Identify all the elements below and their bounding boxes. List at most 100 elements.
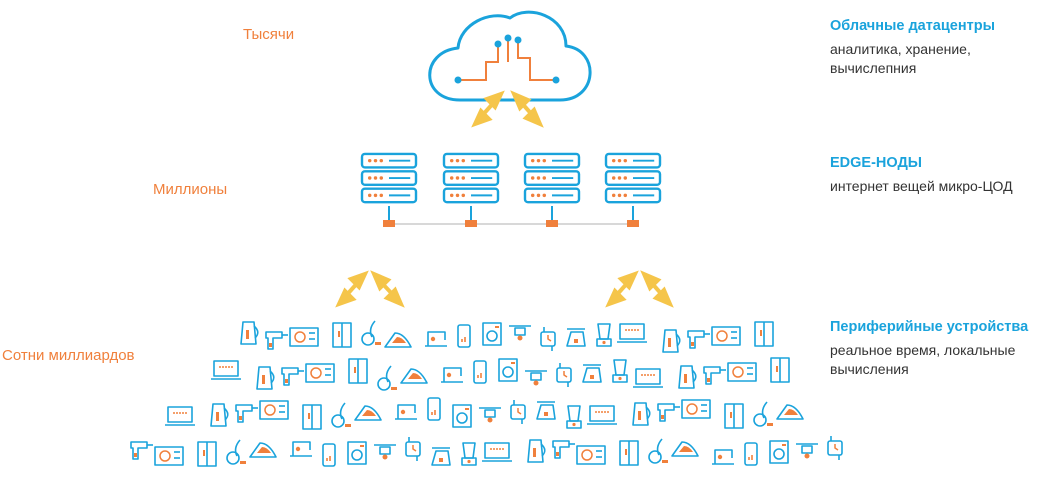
fridge-icon <box>197 441 217 467</box>
phone-icon <box>457 324 471 348</box>
iron-icon <box>400 368 428 384</box>
phone-icon <box>427 397 441 421</box>
tier-cloud-title: Облачные датацентры <box>830 18 995 34</box>
watch-icon <box>556 363 572 387</box>
kettle-icon <box>210 403 229 427</box>
phone-icon <box>322 443 336 467</box>
washing-machine-icon <box>482 322 502 346</box>
iron-icon <box>249 442 277 458</box>
washing-machine-icon <box>452 404 472 428</box>
drill-icon <box>657 403 680 422</box>
tier-edge-line-1: интернет вещей микро-ЦОД <box>830 178 1013 194</box>
air-conditioner-icon <box>576 445 606 465</box>
washing-machine-icon <box>347 441 367 465</box>
drill-icon <box>130 441 153 460</box>
air-conditioner-icon <box>711 326 741 346</box>
edge-server-3 <box>523 152 581 227</box>
kettle-icon <box>240 321 259 345</box>
drone-icon <box>525 370 547 386</box>
vacuum-icon <box>753 401 773 427</box>
drill-icon <box>265 331 288 350</box>
fridge-icon <box>348 358 368 384</box>
blender-icon <box>612 359 628 383</box>
peripheral-device-swarm <box>130 320 843 467</box>
fridge-icon <box>754 321 774 347</box>
laptop-icon <box>617 323 647 343</box>
phone-icon <box>744 442 758 466</box>
blender-icon <box>461 442 477 466</box>
level-label-thousands: Тысячи <box>243 26 295 43</box>
sewing-machine-icon <box>290 441 312 457</box>
edge-device-arrows <box>335 270 674 308</box>
kettle-icon <box>527 439 546 463</box>
mixer-icon <box>566 328 586 347</box>
kettle-icon <box>678 365 697 389</box>
air-conditioner-icon <box>681 399 711 419</box>
sewing-machine-icon <box>712 449 734 465</box>
mixer-icon <box>431 447 451 466</box>
laptop-icon <box>633 368 663 388</box>
kettle-icon <box>662 329 681 353</box>
vacuum-icon <box>331 402 351 428</box>
laptop-icon <box>165 406 195 426</box>
fridge-icon <box>724 403 744 429</box>
drone-icon <box>509 325 531 341</box>
laptop-icon <box>211 360 241 380</box>
drone-icon <box>796 443 818 459</box>
watch-icon <box>405 437 421 461</box>
drill-icon <box>687 330 710 349</box>
fridge-icon <box>302 404 322 430</box>
sewing-machine-icon <box>425 331 447 347</box>
fridge-icon <box>619 440 639 466</box>
tier-devices-line-1: реальное время, локальные <box>830 342 1016 358</box>
air-conditioner-icon <box>289 327 319 347</box>
fridge-icon <box>332 322 352 348</box>
iron-icon <box>776 404 804 420</box>
drill-icon <box>281 367 304 386</box>
iron-icon <box>671 441 699 457</box>
vacuum-icon <box>226 439 246 465</box>
drill-icon <box>703 366 726 385</box>
tier-devices-title: Периферийные устройства <box>830 319 1029 335</box>
drill-icon <box>552 440 575 459</box>
edge-server-4 <box>604 152 662 227</box>
mixer-icon <box>582 364 602 383</box>
laptop-icon <box>587 405 617 425</box>
air-conditioner-icon <box>154 446 184 466</box>
blender-icon <box>596 323 612 347</box>
vacuum-icon <box>361 320 381 346</box>
watch-icon <box>827 436 843 460</box>
air-conditioner-icon <box>727 362 757 382</box>
tier-devices-line-2: вычисления <box>830 361 909 377</box>
drill-icon <box>235 404 258 423</box>
tier-cloud-description: Облачные датацентры аналитика, хранение,… <box>830 17 995 78</box>
edge-server-1 <box>360 152 418 227</box>
phone-icon <box>473 360 487 384</box>
laptop-icon <box>482 442 512 462</box>
mixer-icon <box>536 401 556 420</box>
washing-machine-icon <box>769 440 789 464</box>
tier-edge-description: EDGE-НОДЫ интернет вещей микро-ЦОД <box>830 154 1013 196</box>
tier-cloud-line-2: вычислепния <box>830 60 917 76</box>
sewing-machine-icon <box>395 404 417 420</box>
tier-edge-title: EDGE-НОДЫ <box>830 155 923 171</box>
sewing-machine-icon <box>441 367 463 383</box>
blender-icon <box>566 405 582 429</box>
edge-server-2 <box>442 152 500 227</box>
level-label-hundreds-of-billions: Сотни миллиардов <box>2 347 135 364</box>
iron-icon <box>384 332 412 348</box>
watch-icon <box>510 400 526 424</box>
air-conditioner-icon <box>305 363 335 383</box>
cloud-edge-arrows <box>471 90 544 128</box>
fridge-icon <box>770 357 790 383</box>
tier-cloud-line-1: аналитика, хранение, <box>830 41 971 57</box>
vacuum-icon <box>648 438 668 464</box>
watch-icon <box>540 327 556 351</box>
drone-icon <box>374 444 396 460</box>
air-conditioner-icon <box>259 400 289 420</box>
kettle-icon <box>632 402 651 426</box>
drone-icon <box>479 407 501 423</box>
level-label-millions: Миллионы <box>153 181 228 198</box>
tier-devices-description: Периферийные устройства реальное время, … <box>830 318 1028 379</box>
